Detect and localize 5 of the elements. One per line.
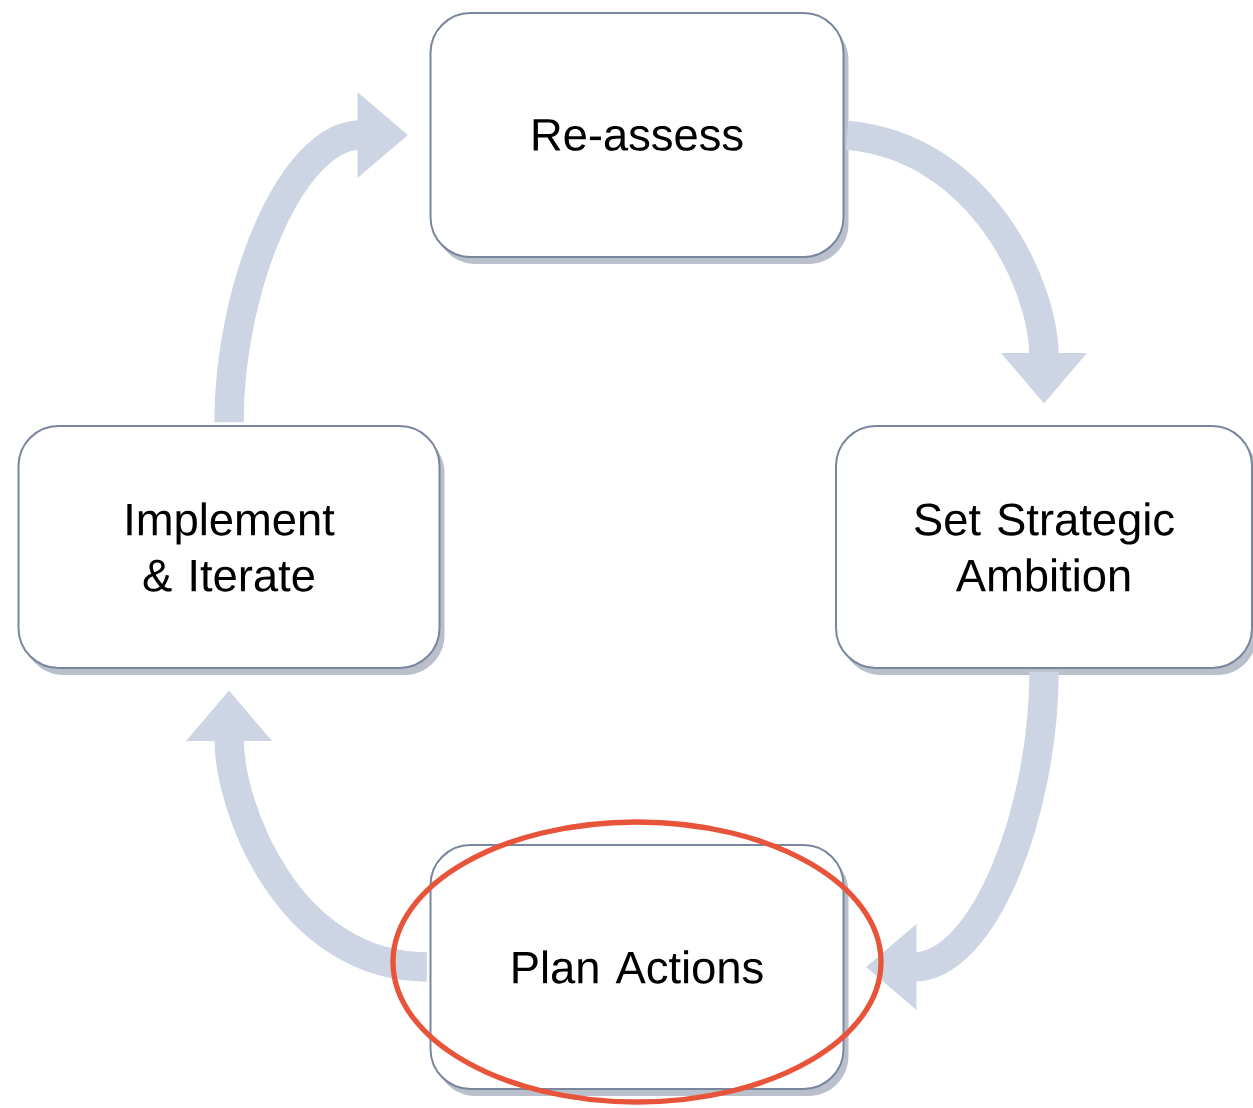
process-box: Plan Actions bbox=[429, 844, 849, 1096]
process-box: Re-assess bbox=[429, 12, 849, 264]
process-box: Implement & Iterate bbox=[17, 425, 445, 675]
node-label: Plan Actions bbox=[513, 950, 763, 984]
process-box: Set Strategic Ambition bbox=[835, 425, 1253, 675]
